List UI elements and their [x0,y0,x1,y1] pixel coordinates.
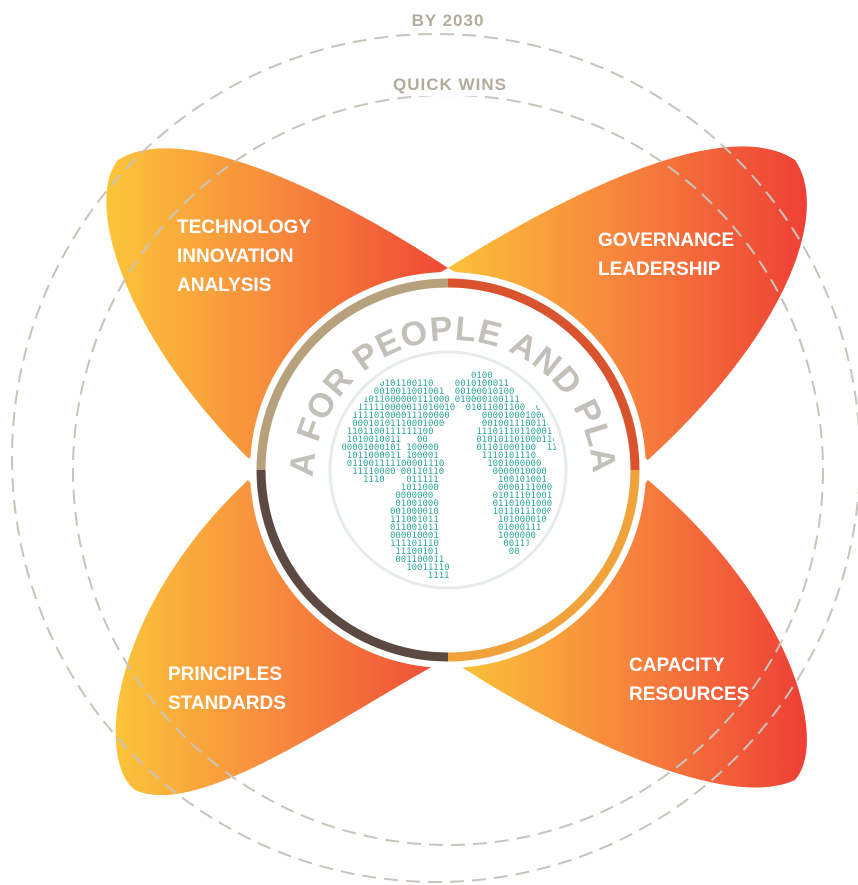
outer-ring-by-2030 [11,33,858,883]
globe-binary-row: 00001000101 [341,443,401,453]
petal-label-governance: GOVERNANCE LEADERSHIP [598,230,739,280]
globe-binary-row: 01001000 [395,499,438,509]
petal-line: TECHNOLOGY [177,217,311,238]
globe-binary-row: 10011110 [406,563,449,573]
globe-binary-row: 001100011 [395,555,444,565]
petal-line: STANDARDS [168,693,286,714]
globe-binary-row: 11 [547,443,558,453]
globe-binary-row: 0010011100110 [482,419,552,429]
globe-binary-row: 011111 [406,475,439,485]
globe-binary-row: 01101001000 [493,499,553,509]
globe-binary-row: 1001000000 [487,459,541,469]
globe-binary-row: 100001 [406,451,439,461]
globe-binary-row: 111110000011010010 [358,403,456,413]
globe-binary-row: 000010001 [390,531,439,541]
petal-line: LEADERSHIP [598,259,721,280]
petal-governance [448,146,807,460]
globe-binary-row: 11100101 [395,547,438,557]
petal-line: PRINCIPLES [168,664,282,685]
petal-label-technology: TECHNOLOGY INNOVATION ANALYSIS [177,217,316,296]
globe-binary-row: 1011000000111000 [363,395,450,405]
globe-binary-row: 111101000011100000 [352,411,450,421]
globe-binary-row: 100101001 [498,475,547,485]
petal-label-capacity: CAPACITY RESOURCES [629,655,749,705]
globe-binary-row: 101000010 [498,515,547,525]
globe-binary-row: 01011101001 [493,491,553,501]
globe-binary-row: 0000000 [395,491,433,501]
globe-binary-row: 0000111000 [498,483,552,493]
globe-binary-row: 1010010011 [347,435,401,445]
globe-binary-row: 011001011 [390,523,439,533]
globe-binary-row: 00111 [503,539,530,549]
petal-line: ANALYSIS [177,275,271,296]
globe-binary-row: 000010001000 [482,411,547,421]
globe-binary-row: 0010100011 [455,379,509,389]
globe-binary-row: 111001011 [390,515,439,525]
globe-binary-row: 01000111 [498,523,541,533]
globe-binary-row: 0010011001001 [374,387,444,397]
globe-binary-row: 001000010 [390,507,439,517]
globe-binary-row: 01011001100 [466,403,526,413]
globe-binary-row: 10110111000 [493,507,553,517]
globe-binary-row: 00110110 [401,467,444,477]
petal-line: CAPACITY [629,655,725,676]
globe-binary-row: 0 [536,403,541,413]
petal-principles [115,480,448,796]
center-disc [250,272,646,668]
globe-binary-row: 00010101110001000 [352,419,444,429]
globe-binary-row: 0101100110 [379,379,433,389]
globe-binary-row: 1011000011 [347,451,401,461]
globe-binary-row: 1110 [363,475,385,485]
center-band [256,278,640,662]
globe-binary-row: 0000010000 [493,467,547,477]
petal-capacity [448,480,807,788]
petal-line: INNOVATION [177,246,293,267]
globe-binary-row: 00100010100 [455,387,515,397]
petal-label-principles: PRINCIPLES STANDARDS [168,664,287,714]
petal-line: RESOURCES [629,684,749,705]
petal-technology [106,148,449,458]
globe-binary-row: 010000100111 [455,395,520,405]
globe-binary-row: 01101000100 [476,443,536,453]
globe-binary-row: 00 [417,435,428,445]
globe-binary-row: 00 [509,547,520,557]
ring-label-quick-wins: QUICK WINS [393,75,507,94]
globe-binary-row: 100000 [406,443,439,453]
globe-binary-row: 111101110 [390,539,439,549]
petal-line: GOVERNANCE [598,230,734,251]
globe-binary-row: 1110101110 [482,451,536,461]
globe-binary-row: 010101101000110 [476,435,557,445]
globe-binary-row: 11110000 [352,467,395,477]
globe-binary-row: 0100 [471,371,493,381]
globe-binary-row: 1000000 [498,531,536,541]
globe-binary-row: 1111 [428,571,450,581]
globe-binary-row: 1011000 [401,483,439,493]
ring-label-by-2030: BY 2030 [412,11,485,30]
globe-binary-row: 11101110110001 [476,427,552,437]
globe-binary-row: 011001111100001110 [347,459,445,469]
globe-binary-row: 1101100111111100 [347,427,434,437]
